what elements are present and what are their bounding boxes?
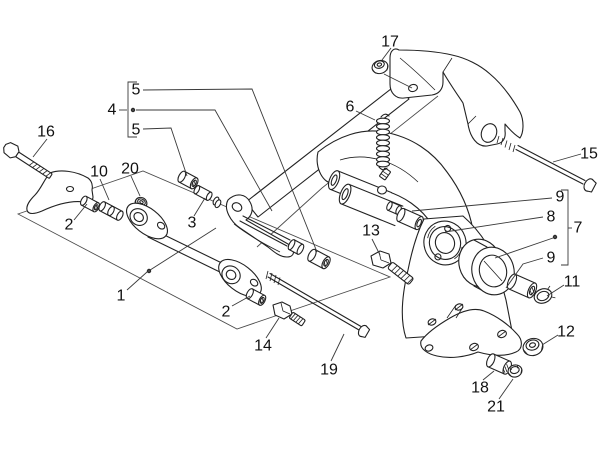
- callout-16: 16: [37, 124, 55, 141]
- bolt-14: [272, 301, 306, 327]
- callout-18: 18: [471, 380, 489, 397]
- callout-6: 6: [346, 99, 355, 116]
- callout-5-top: 5: [132, 82, 141, 99]
- arm-1-left-flange: [126, 202, 168, 240]
- nut-21: [507, 364, 523, 378]
- leader-5-top: [142, 88, 318, 253]
- leader-14: [265, 317, 280, 339]
- bolt-16: [3, 142, 53, 179]
- bolt-13: [370, 250, 414, 285]
- leader-7: [494, 237, 554, 259]
- callout-2-left: 2: [65, 217, 74, 234]
- leader-2-right: [231, 295, 251, 307]
- left-support-bracket: [26, 170, 94, 215]
- leader-6: [355, 110, 376, 121]
- arm-1: [126, 202, 262, 298]
- callout-7: 7: [574, 220, 583, 237]
- leader-17: [381, 47, 392, 61]
- leader-7-dot: [552, 234, 558, 240]
- arm-cylinder-lower: [338, 183, 404, 227]
- bushing-18: [486, 353, 512, 375]
- leader-15: [552, 153, 582, 163]
- leader-4: [136, 109, 273, 212]
- group-box-center: [256, 95, 439, 248]
- leader-20: [130, 175, 141, 197]
- shaft-spacer-small: [386, 201, 402, 215]
- callout-8: 8: [547, 209, 556, 226]
- callout-13: 13: [362, 223, 380, 240]
- callout-3: 3: [188, 215, 197, 232]
- nut-12: [522, 337, 544, 357]
- callout-14: 14: [254, 338, 272, 355]
- spacer-tube-10: [98, 201, 124, 221]
- leader-1: [126, 227, 217, 291]
- bushing-5-right: [307, 248, 331, 270]
- callout-1: 1: [117, 288, 126, 305]
- clamp-nut: [376, 185, 388, 195]
- leader-5-bottom: [142, 127, 188, 177]
- callout-5-bottom: 5: [132, 122, 141, 139]
- link-pin-bushing: [287, 239, 305, 255]
- leader-11: [546, 284, 565, 297]
- leader-12: [541, 334, 559, 346]
- leader-4-dot: [130, 107, 136, 113]
- bushing-5-left: [177, 170, 199, 190]
- bracket-hole: [65, 185, 75, 193]
- callout-4: 4: [108, 102, 117, 119]
- leader-21: [498, 378, 514, 400]
- bracket-7: [561, 189, 569, 266]
- leader-lines: [32, 47, 582, 400]
- washer-3: [212, 196, 222, 209]
- housing-ring: [458, 238, 515, 296]
- leader-18: [482, 370, 495, 381]
- bracket-stud-hole: [408, 83, 418, 93]
- group-box-left-assembly: [16, 170, 392, 330]
- bracket-bolt-hole: [480, 123, 498, 143]
- strap-holes: [424, 329, 507, 352]
- callout-9-bottom: 9: [547, 250, 556, 267]
- bearing-8: [423, 220, 467, 266]
- leader-13: [371, 238, 381, 256]
- callout-15: 15: [580, 146, 598, 163]
- top-mount-bracket: [389, 48, 524, 147]
- bolt-15: [496, 135, 597, 193]
- callout-19: 19: [320, 362, 338, 379]
- callout-labels: 1 2 2 3 4 5 5 6 7 8 9 9 10 11 12 13 14 1…: [37, 34, 598, 416]
- leader-10: [99, 178, 110, 201]
- leader-1-dot: [146, 268, 152, 274]
- leader-17b: [383, 73, 413, 89]
- leader-19: [330, 333, 345, 362]
- spacer-9-top: [396, 207, 424, 231]
- lower-strap-link: [420, 304, 522, 358]
- callout-20: 20: [121, 161, 139, 178]
- bushing-2-left: [79, 195, 101, 213]
- callout-9-top: 9: [556, 189, 565, 206]
- callout-2-right: 2: [222, 304, 231, 321]
- leader-3: [193, 197, 206, 217]
- nut-17: [371, 59, 389, 75]
- leader-8: [444, 216, 544, 233]
- bracket-7-holes: [427, 303, 464, 326]
- callout-17: 17: [381, 34, 399, 51]
- bushing-9-bottom: [506, 273, 538, 299]
- callout-10: 10: [90, 164, 108, 181]
- rod-19: [265, 270, 371, 338]
- callout-21: 21: [487, 399, 505, 416]
- leader-9-bottom: [505, 257, 544, 289]
- arm-clamp-bolt: [376, 167, 391, 195]
- leader-9-top: [411, 197, 553, 212]
- bracket-4: [127, 81, 137, 138]
- spring-6: [375, 113, 391, 171]
- leader-16: [32, 138, 48, 158]
- arm-1-right-flange: [218, 258, 262, 298]
- leader-2-left: [73, 203, 88, 221]
- callout-12: 12: [557, 324, 575, 341]
- callout-11: 11: [564, 274, 581, 291]
- bushing-2-right: [245, 288, 267, 306]
- spacer-3: [193, 185, 213, 201]
